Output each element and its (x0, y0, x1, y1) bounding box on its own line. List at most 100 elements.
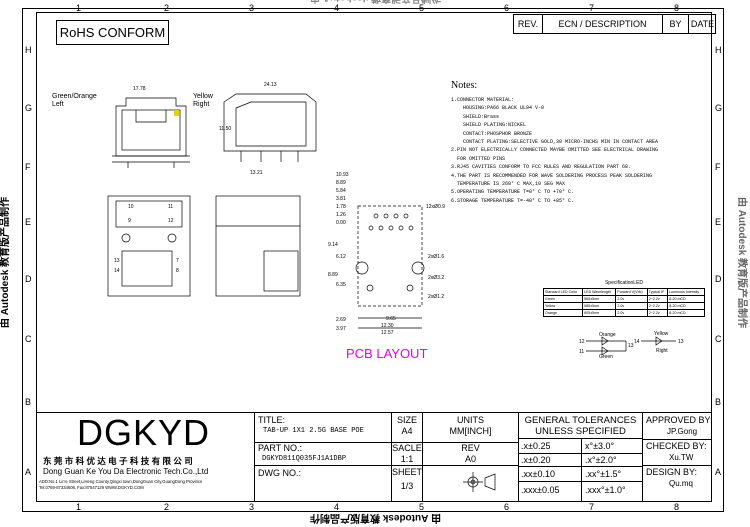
units-label: UNITS (457, 415, 484, 425)
projection-cell (423, 466, 519, 501)
tolerance-angle: .xx°±1.5° (585, 469, 622, 479)
dim-pcb: 5.84 (336, 188, 346, 194)
checked-label: CHECKED BY: (646, 441, 707, 451)
col-label: 4 (334, 3, 340, 13)
rev-header: REV. (517, 19, 539, 29)
sheet-value: 1/3 (400, 481, 414, 491)
led-pin: 13 (678, 339, 684, 345)
led-right-label-1: Yellow (193, 93, 214, 100)
row-label: B (715, 397, 722, 407)
led-spec-cell: Orange (542, 309, 584, 317)
tolerance-angle: .x°±2.0° (585, 455, 617, 465)
dim-width: 13.21 (250, 170, 263, 176)
title-label: TITLE: (258, 415, 286, 425)
tolerance-block: GENERAL TOLERANCES UNLESS SPECIFIED .x±0… (519, 413, 643, 501)
watermark-bottom: 由 Autodesk 教育版产品制作 (310, 512, 442, 523)
notes-line: SHIELD:Brass (451, 113, 500, 120)
led-spec-cell: 2.0v (615, 309, 648, 317)
dim-pcb-bottom: 12.30 (381, 323, 394, 329)
led-pin: 11 (579, 349, 584, 355)
led-spec-title: SpecificationLED (604, 280, 644, 286)
led-spec-cell: 585±5nm (582, 302, 617, 310)
tolerance-angle: .xxx°±1.0° (585, 485, 626, 495)
title-cell: TITLE: TAB-UP 1X1 2.5G BASE POE (255, 413, 392, 443)
led-spec-cell: 8-20 mCD (667, 309, 705, 317)
yellow-led-marker (174, 110, 179, 116)
notes-line: HOUSING:PA66 BLACK UL94 V-0 (451, 105, 545, 112)
led-spec-cell: Green (542, 295, 584, 303)
dim-pcb-bottom: 9.65 (386, 316, 396, 322)
led-left-label-1: Green/Orange (52, 93, 97, 100)
led-schematic (586, 336, 676, 356)
projection-symbol-icon (463, 472, 496, 492)
notes-line: 5.OPERATING TEMPERATURE T=0° C TO +70° C… (451, 189, 575, 196)
col-label: 4 (334, 502, 340, 512)
col-label: 5 (419, 502, 425, 512)
led-spec-header: LED Wavelength (582, 288, 617, 296)
row-label: F (25, 162, 31, 172)
led-spec-cell: Yellow (542, 302, 584, 310)
row-label: D (25, 274, 32, 284)
dim-pcb: 1.78 (336, 204, 346, 210)
company-block: DGKYD 东 莞 市 科 优 达 电 子 科 技 有 限 公 司 Dong G… (37, 413, 255, 501)
led-spec-cell: 8-20 mCD (667, 295, 705, 303)
units-cell: UNITS MM[INCH] (423, 413, 519, 443)
rev-cell: REV A0 (423, 443, 519, 466)
ecn-header: ECN / DESCRIPTION (558, 19, 647, 29)
notes-line: TEMPERATURE IS 260° C MAX,10 SEG MAX (451, 181, 566, 188)
dim-pcb: 3.81 (336, 196, 346, 202)
col-label: 5 (419, 3, 425, 13)
row-label: F (715, 162, 721, 172)
led-orange-label: Orange (599, 332, 616, 338)
led-spec-table: SpecificationLED Standard LED Color LED … (542, 280, 705, 317)
dim-pcb: 8.89 (336, 180, 346, 186)
drawing-area: 12xØ0.9 2xØ1.6 2xØ3.2 2xØ1.2 17.78 24.13… (52, 82, 684, 361)
notes-line: 4.THE PART IS RECOMMENDED FOR WAVE SOLDE… (451, 172, 653, 179)
dim-pcb-bottom: 3.97 (336, 326, 346, 332)
led-spec-header: Luminous Intensity (667, 288, 705, 296)
part-cell: PART NO.: DGKYD811Q035FJ1A1DBP (255, 443, 392, 466)
led-spec-cell: 565±5nm (582, 295, 617, 303)
design-value: Qu.mq (669, 479, 694, 488)
company-logo: DGKYD (77, 412, 211, 453)
sheet-cell: SHEET 1/3 (392, 466, 423, 501)
grid-rows-right: H G F E D C B A (715, 12, 725, 502)
pcb-layout-label: PCB LAYOUT (346, 346, 427, 361)
bottom-view (107, 195, 191, 297)
col-label: 7 (589, 3, 595, 13)
rohs-box: RoHS CONFORM (56, 20, 169, 45)
notes-line: CONTACT:PHOSPHOR BRONZE (451, 130, 533, 137)
sheet-label: SHEET (392, 467, 423, 477)
tolerance-linear: .xx±0.10 (521, 469, 555, 479)
rev-value: A0 (464, 454, 476, 464)
led-spec-cell: 2.0v (615, 295, 648, 303)
size-cell: SIZE A4 (392, 413, 423, 443)
grid-cols-top: 1 2 3 4 5 6 7 8 (36, 3, 712, 13)
scale-value: 1:1 (400, 454, 414, 464)
pin-label: 8 (176, 268, 179, 274)
tolerance-title: GENERAL TOLERANCES (524, 415, 637, 426)
dim-pcb-bottom: 2.69 (336, 317, 346, 323)
led-pin: 14 (634, 339, 640, 345)
revision-table: REV. ECN / DESCRIPTION BY DATE (513, 14, 716, 34)
led-right-label: Right (656, 348, 668, 354)
design-label: DESIGN BY: (646, 467, 698, 477)
notes-line: CONTACT PLATING:SELECTIVE GOLD,30 MICRO-… (451, 139, 659, 146)
led-green-label: Green (599, 354, 613, 360)
company-address: ADD:No.1 Lin'e Street,LiHeng County,Qing… (39, 479, 203, 484)
top-view (215, 195, 301, 297)
row-label: H (25, 45, 32, 55)
led-right-label-2: Right (193, 101, 209, 108)
pin-label: 10 (128, 204, 134, 210)
dim-pcb-bottom: 12.57 (381, 330, 394, 336)
pcb-layout (355, 205, 425, 329)
col-label: 7 (589, 502, 595, 512)
dim-width: 24.13 (264, 82, 277, 88)
hole-label: 12xØ0.9 (426, 204, 445, 210)
led-spec-cell: 8-20 mCD (667, 302, 705, 310)
row-label: C (25, 334, 32, 344)
date-header: DATE (690, 19, 715, 29)
notes-line: 3.RJ45 CAVITIES CONFORM TO FCC RULES AND… (451, 164, 632, 171)
company-en: Dong Guan Ke You Da Electronic Tech.Co.,… (43, 467, 209, 476)
pin-label: 11 (168, 204, 173, 210)
